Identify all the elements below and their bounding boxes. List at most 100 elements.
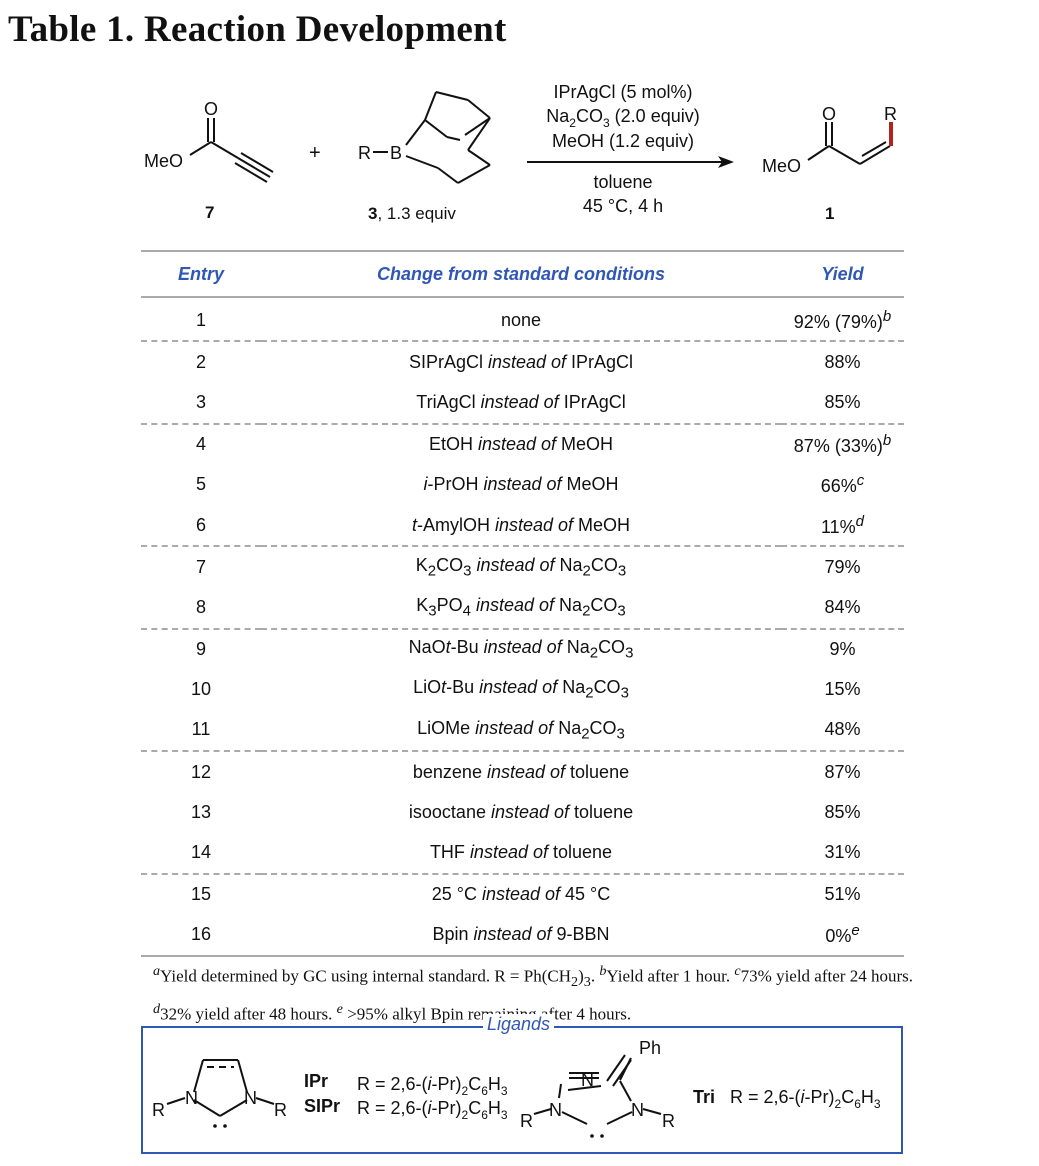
yield-value: 0% <box>825 926 852 947</box>
entry-cell: 4 <box>195 434 206 455</box>
change-cell: isooctane instead of toluene <box>408 801 634 822</box>
yield-cell: 48% <box>781 709 904 753</box>
reagent-alcohol: MeOH (1.2 equiv) <box>552 131 694 151</box>
change-cell: LiOMe instead of Na2CO3 <box>261 709 781 753</box>
entry-cell: 15 <box>190 884 212 905</box>
reactant-7-o: O <box>204 99 218 119</box>
yield-cell: 87% (33%)b <box>781 424 904 465</box>
reactant-3-r: R <box>358 143 371 163</box>
optimization-table: Entry Change from standard conditions Yi… <box>141 250 904 958</box>
reactant-7-label: 7 <box>205 203 214 222</box>
triazolylidene-ring <box>533 1054 662 1125</box>
yield-footnote-mark: e <box>851 922 860 940</box>
reactant-3-label: 3, 1.3 equiv <box>368 204 456 223</box>
table-header-row: Entry Change from standard conditions Yi… <box>141 250 904 298</box>
header-yield: Yield <box>781 250 904 298</box>
product-1-r: R <box>884 104 897 124</box>
entry-cell: 10 <box>190 679 212 700</box>
yield-cell: 85% <box>824 801 861 822</box>
yield-footnote-mark: d <box>855 512 865 530</box>
tri-n-right: N <box>631 1100 644 1120</box>
change-cell: benzene instead of toluene <box>412 761 630 782</box>
ligand-ipr-substituent: R = 2,6-(i-Pr)2C6H3 <box>357 1074 508 1098</box>
change-cell: SIPrAgCl instead of IPrAgCl <box>408 351 634 372</box>
yield-footnote-mark: b <box>882 432 892 450</box>
tri-n-top: N <box>581 1070 594 1090</box>
ligand-sipr-substituent: R = 2,6-(i-Pr)2C6H3 <box>357 1098 508 1122</box>
table-row: 6 t-AmylOH instead of MeOH 11%d <box>141 504 904 548</box>
entry-cell: 1 <box>141 297 261 343</box>
change-cell: t-AmylOH instead of MeOH <box>261 504 781 548</box>
change-cell: none <box>261 297 781 343</box>
reactant-7-meo: MeO <box>144 151 183 171</box>
product-1-structure <box>807 122 891 165</box>
yield-cell: 31% <box>781 832 904 875</box>
footnote-b: Yield after 1 hour. <box>606 966 731 986</box>
yield-cell: 84% <box>781 587 904 630</box>
change-cell: 25 °C instead of 45 °C <box>431 884 611 905</box>
ligand-structures: N N R R IPr R = 2,6-(i-Pr)2C6H3 SIPr R =… <box>152 1038 881 1138</box>
table-row: 8 K3PO4 instead of Na2CO3 84% <box>141 587 904 630</box>
entry-cell: 11 <box>141 709 261 753</box>
entry-cell: 14 <box>141 832 261 875</box>
condition-solvent: toluene <box>593 172 652 192</box>
entry-cell: 3 <box>141 382 261 425</box>
change-cell: Bpin instead of 9-BBN <box>261 914 781 958</box>
table-row: 4 EtOH instead of MeOH 87% (33%)b <box>141 424 904 465</box>
change-cell: TriAgCl instead of IPrAgCl <box>261 382 781 425</box>
header-entry: Entry <box>141 250 261 298</box>
entry-cell: 6 <box>141 504 261 548</box>
reactant-3-b: B <box>390 143 402 163</box>
condition-temp-time: 45 °C, 4 h <box>583 196 663 216</box>
entry-cell: 12 <box>190 761 212 782</box>
yield-cell: 92% (79%)b <box>781 297 904 343</box>
entry-cell: 5 <box>195 474 206 495</box>
reaction-arrow <box>527 156 734 168</box>
table-row: 9 NaOt-Bu instead of Na2CO3 9% <box>141 629 904 670</box>
yield-value: 87% (33%) <box>793 436 883 457</box>
yield-cell: 15% <box>824 679 861 700</box>
change-cell: K3PO4 instead of Na2CO3 <box>261 587 781 630</box>
tri-r-right: R <box>662 1111 675 1131</box>
entry-cell: 13 <box>190 801 212 822</box>
yield-value: 92% (79%) <box>793 311 883 332</box>
entry-cell: 16 <box>141 914 261 958</box>
footnote-c: 73% yield after 24 hours. <box>740 966 913 986</box>
change-cell: LiOt-Bu instead of Na2CO3 <box>413 677 629 703</box>
yield-cell: 87% <box>824 761 861 782</box>
carbene-lone-pair-dot <box>590 1134 594 1138</box>
reagent-catalyst: IPrAgCl (5 mol%) <box>553 82 692 102</box>
change-cell: EtOH instead of MeOH <box>428 434 614 455</box>
ligand-sipr-name: SIPr <box>304 1096 340 1116</box>
table-row: 3 TriAgCl instead of IPrAgCl 85% <box>141 382 904 425</box>
yield-cell: 88% <box>824 351 861 372</box>
imid-r-right: R <box>274 1100 287 1120</box>
change-cell: i-PrOH instead of MeOH <box>423 474 619 495</box>
ligand-ipr-name: IPr <box>304 1071 328 1091</box>
table-row: 5 i-PrOH instead of MeOH 66%c <box>141 465 904 505</box>
footnote-d: 32% yield after 48 hours. <box>160 1004 333 1024</box>
product-1-label: 1 <box>825 204 834 223</box>
change-cell: THF instead of toluene <box>261 832 781 875</box>
yield-cell: 79% <box>824 556 861 577</box>
table-row: 14 THF instead of toluene 31% <box>141 832 904 875</box>
imid-n-right: N <box>244 1088 257 1108</box>
tri-ph: Ph <box>639 1038 661 1058</box>
table-title: Table 1. Reaction Development <box>8 9 507 50</box>
reagent-base: Na2CO3 (2.0 equiv) <box>546 106 699 130</box>
entry-cell: 2 <box>195 351 206 372</box>
yield-cell: 11%d <box>781 504 904 548</box>
yield-footnote-mark: b <box>882 307 892 325</box>
carbene-lone-pair-dot <box>213 1124 217 1128</box>
table-row: 15 25 °C instead of 45 °C 51% <box>141 874 904 915</box>
entry-cell: 7 <box>195 556 206 577</box>
imid-n-left: N <box>185 1088 198 1108</box>
yield-cell: 0%e <box>781 914 904 958</box>
change-cell: NaOt-Bu instead of Na2CO3 <box>408 637 634 662</box>
ligands-title: Ligands <box>483 1014 555 1035</box>
imidazolylidene-ring <box>166 1059 275 1117</box>
imid-r-left: R <box>152 1100 165 1120</box>
reactant-3-structure <box>373 91 491 184</box>
ligand-tri-substituent: R = 2,6-(i-Pr)2C6H3 <box>730 1087 881 1111</box>
reaction-scheme: O MeO 7 + R B 3, 1.3 equiv IPrAgCl (5 mo… <box>144 82 897 223</box>
